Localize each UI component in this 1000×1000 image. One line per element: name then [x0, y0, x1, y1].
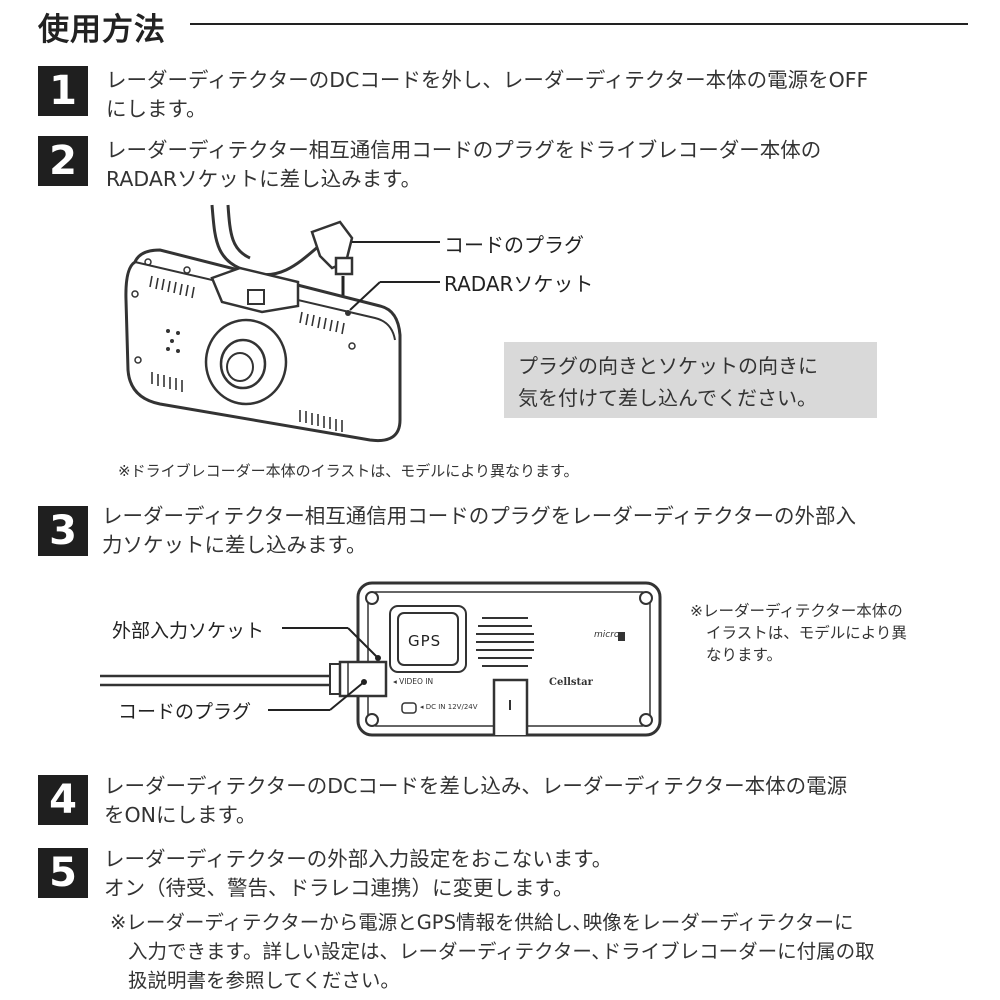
- label-code-plug-2: コードのプラグ: [118, 701, 252, 723]
- illustration-note-2: ※レーダーディテクター本体の イラストは、モデルにより異 なります。: [690, 602, 907, 664]
- footnote: ※レーダーディテクターから電源とGPS情報を供給し､映像をレーダーディテクターに…: [110, 911, 875, 992]
- caution-callout: プラグの向きとソケットの向きに 気を付けて差し込んでください。: [504, 342, 877, 418]
- video-in-label: ◂ VIDEO IN: [393, 677, 434, 686]
- step-2-number: 2: [38, 136, 88, 186]
- page-title: 使用方法: [38, 12, 166, 48]
- dc-in-label: ◂ DC IN 12V/24V: [420, 703, 478, 711]
- step-4-number: 4: [38, 775, 88, 825]
- step-5-number: 5: [38, 848, 88, 898]
- brand-logo: Cellstar: [549, 677, 593, 688]
- label-radar-socket: RADARソケット: [444, 272, 594, 296]
- step-5-text: レーダーディテクターの外部入力設定をおこないます。オン（待受、警告、ドラレコ連携…: [104, 847, 613, 900]
- title-rule: [190, 23, 968, 25]
- illustration-note-1: ※ドライブレコーダー本体のイラストは、モデルにより異なります。: [118, 462, 579, 480]
- step-3-text: レーダーディテクター相互通信用コードのプラグをレーダーディテクターの外部入力ソケ…: [102, 504, 856, 557]
- micro-sd-label: micro: [594, 630, 620, 640]
- gps-label: GPS: [408, 632, 442, 650]
- label-code-plug-1: コードのプラグ: [444, 233, 584, 257]
- label-external-input-socket: 外部入力ソケット: [112, 620, 265, 642]
- step-1-number: 1: [38, 66, 88, 116]
- step-4-text: レーダーディテクターのDCコードを差し込み、レーダーディテクター本体の電源をON…: [104, 774, 848, 827]
- step-3-number: 3: [38, 506, 88, 556]
